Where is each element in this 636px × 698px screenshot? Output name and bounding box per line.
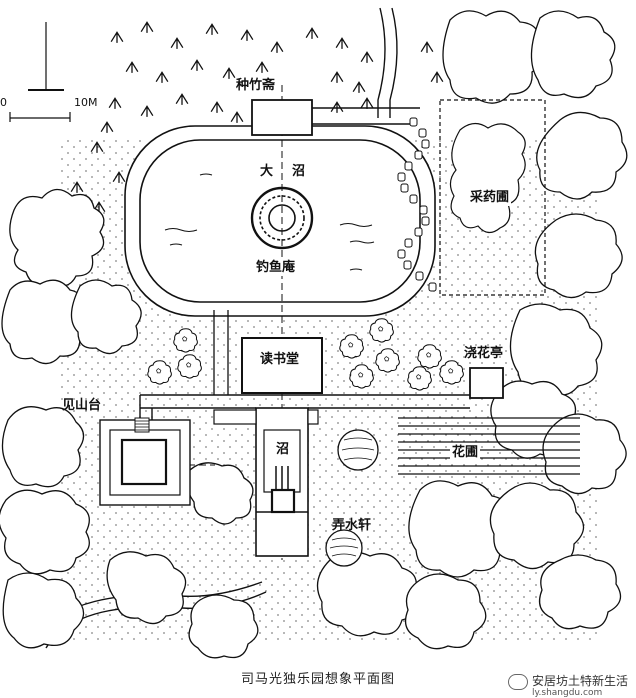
pine-tree-icon [140,105,154,118]
rock-icon [421,139,430,149]
tree-mass-left [0,188,142,649]
small-pond-complex [213,407,319,557]
pine-tree-icon [175,93,189,106]
rock-icon [397,249,406,259]
watermark: 安居坊土特新生活 ly.shangdu.com [507,672,628,698]
wechat-icon [507,673,528,690]
watermark-text: 安居坊土特新生活 [531,674,628,688]
rock-icon [414,150,423,160]
rock-icon [414,227,423,237]
pine-tree-icon [430,71,444,84]
rock-icon [397,172,406,182]
rock-icon [418,128,427,138]
label-flower-bed: 花圃 [450,445,481,461]
rock-icon [409,194,418,204]
pine-tree-icon [360,97,374,110]
pine-tree-icon [352,81,366,94]
scale-bar [9,22,71,122]
pine-tree-icon [125,61,139,74]
pine-tree-icon [108,97,122,110]
rock-icon [419,205,428,215]
label-study-hall: 读书堂 [258,352,302,368]
pine-tree-icon [100,121,114,134]
rock-icon [404,161,413,171]
label-small-pond: 沼 [274,442,292,458]
pine-tree-icon [420,41,434,54]
pine-tree-icon [230,111,244,124]
rock-icon [409,117,418,127]
pine-tree-icon [210,101,224,114]
figure-caption: 司马光独乐园想象平面图 [240,672,395,687]
label-mountain-terrace: 见山台 [62,398,102,413]
pine-tree-icon [330,71,344,84]
pine-tree-icon [255,61,269,74]
pine-tree-icon [270,41,284,54]
pine-tree-icon [205,23,219,36]
flower-pavilion-building [469,367,504,399]
label-big-pond-2: 沼 [290,164,308,180]
pine-tree-icon [360,51,374,64]
label-bamboo-studio: 种竹斋 [236,78,276,93]
label-fishing-hut: 钓鱼庵 [254,260,298,276]
label-big-pond-1: 大 [258,164,276,180]
pine-tree-icon [140,21,154,34]
rock-border [397,117,437,292]
rock-icon [428,282,437,292]
tree-mass-right [106,10,628,659]
rock-icon [415,271,424,281]
scale-end-label: 10M [74,96,98,109]
pine-tree-icon [110,31,124,44]
rock-icon [400,183,409,193]
label-flower-pavilion: 浇花亭 [464,346,504,361]
rock-icon [404,238,413,248]
pine-tree-icon [155,71,169,84]
label-water-pavilion: 弄水轩 [332,518,372,533]
scale-start-label: 0 [0,96,7,109]
rock-icon [421,216,430,226]
mountain-view-terrace [99,417,191,506]
rock-icon [403,260,412,270]
corridor [139,394,470,420]
pine-tree-icon [170,37,184,50]
flower-bed [398,417,580,475]
pine-tree-icon [305,27,319,40]
round-tree [325,429,379,567]
watermark-url: ly.shangdu.com [531,687,603,698]
pine-tree-icon [335,37,349,50]
big-pond [124,125,436,317]
pine-tree-icon [240,29,254,42]
label-herb-garden: 采药圃 [468,190,512,206]
bamboo-studio-building [251,99,420,136]
pine-tree-icon [190,59,204,72]
